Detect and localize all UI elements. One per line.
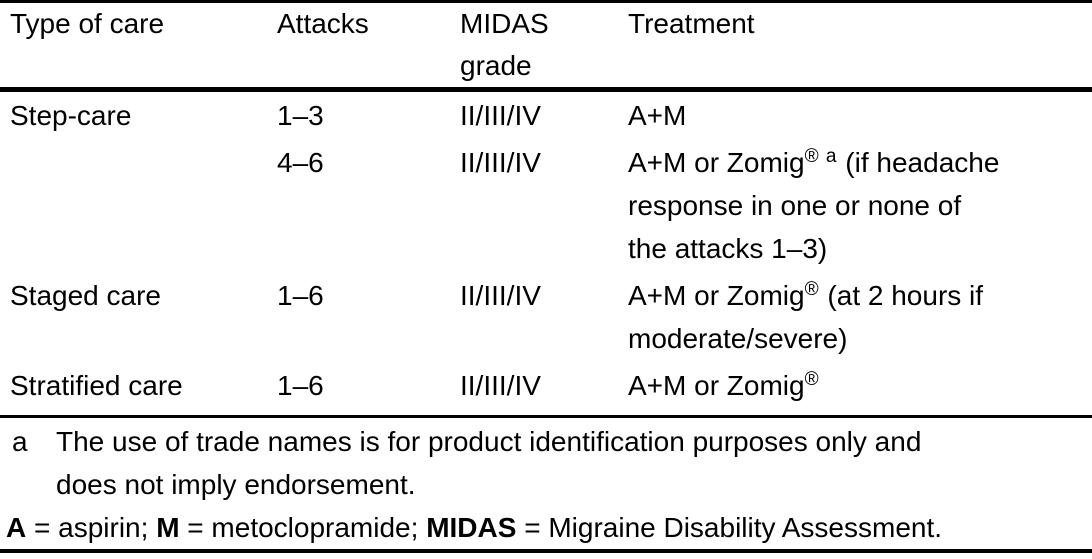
text-segment: = metoclopramide; (179, 512, 427, 543)
text-segment: A+M or Zomig (628, 147, 805, 178)
superscript: ® (804, 278, 820, 300)
cell-attacks: 1–6 (277, 370, 324, 401)
text-segment: = aspirin; (26, 512, 157, 543)
cell-midas-grade: II/III/IV (460, 147, 541, 178)
column-header-midas-grade: MIDAS grade (460, 8, 549, 81)
footnote: a The use of trade names is for product … (0, 420, 1092, 506)
column-header-attacks: Attacks (277, 8, 369, 39)
cell-treatment: A+M (618, 92, 1092, 139)
text-segment: A+M or Zomig (628, 370, 805, 401)
text-segment: response in one or none of (628, 190, 962, 221)
text-segment: the attacks 1–3) (628, 233, 828, 264)
cell-attacks: 1–6 (277, 280, 324, 311)
cell-treatment: A+M or Zomig® (at 2 hours if moderate/sev… (618, 272, 1092, 362)
text-segment: moderate/severe) (628, 323, 848, 354)
footnotes-section: a The use of trade names is for product … (0, 418, 1092, 549)
cell-attacks: 1–3 (277, 100, 324, 131)
bold-term: A (6, 512, 27, 543)
text-segment: = Migraine Disability Assessment. (516, 512, 943, 543)
cell-midas-grade: II/III/IV (460, 280, 541, 311)
text-segment: (at 2 hours if (819, 280, 984, 311)
treatment-table: Type of care Attacks MIDAS grade Treatme… (0, 3, 1092, 87)
bottom-rule (0, 549, 1092, 553)
cell-midas-grade: II/III/IV (460, 370, 541, 401)
column-header-type-of-care: Type of care (10, 8, 165, 39)
superscript: ® a (804, 145, 838, 167)
top-rule (0, 0, 1092, 3)
superscript: ® (804, 368, 820, 390)
header-row: Type of care Attacks MIDAS grade Treatme… (0, 3, 1092, 87)
bold-term: MIDAS (426, 512, 517, 543)
table-row: 4–6 II/III/IV A+M or Zomig® a (if headache… (0, 139, 1092, 272)
table-header: Type of care Attacks MIDAS grade Treatme… (0, 3, 1092, 87)
text-segment: A+M or Zomig (628, 280, 805, 311)
table-row: Stratified care 1–6 II/III/IV A+M or Zomig® (0, 362, 1092, 415)
column-header-treatment: Treatment (628, 8, 755, 39)
footnote-rule (0, 415, 1092, 418)
cell-type-of-care (0, 139, 267, 272)
abbreviations-line: A = aspirin; M = metoclopramide; MIDAS =… (0, 506, 1092, 549)
cell-treatment: A+M or Zomig® a (if headache response in … (618, 139, 1092, 272)
cell-type-of-care: Step-care (10, 100, 132, 131)
bold-term: M (156, 512, 180, 543)
cell-treatment: A+M or Zomig® (618, 362, 1092, 415)
footnote-text: The use of trade names is for product id… (56, 426, 922, 500)
cell-attacks: 4–6 (277, 147, 324, 178)
cell-type-of-care: Stratified care (10, 370, 183, 401)
header-rule (0, 87, 1092, 92)
footnote-marker: a (12, 426, 28, 457)
text-segment: (if headache (837, 147, 1000, 178)
table-row: Staged care 1–6 II/III/IV A+M or Zomig® (at… (0, 272, 1092, 362)
cell-midas-grade: II/III/IV (460, 100, 541, 131)
table-row: Step-care 1–3 II/III/IV A+M (0, 92, 1092, 139)
cell-type-of-care: Staged care (10, 280, 161, 311)
text-segment: A+M (628, 100, 687, 131)
